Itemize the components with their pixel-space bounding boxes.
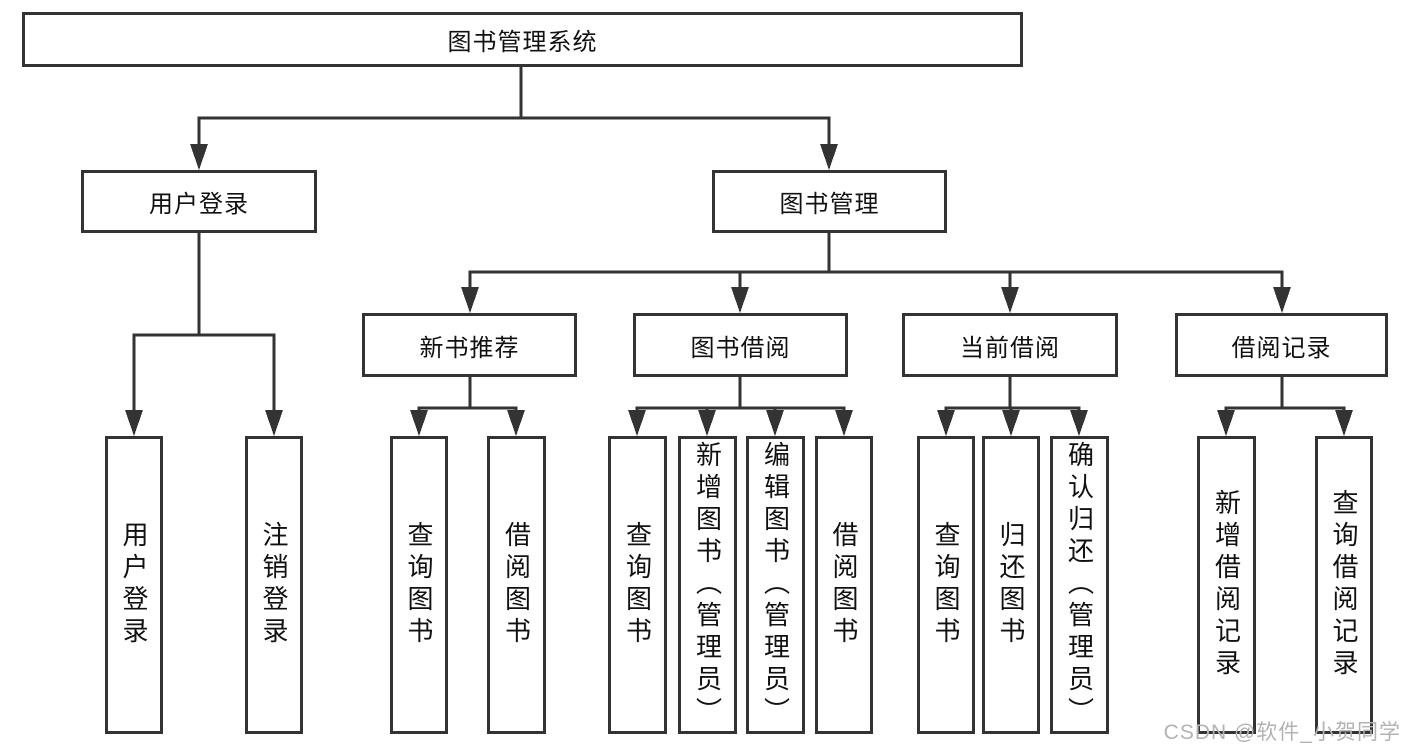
leaf-current-query-book: 查询图书 bbox=[917, 436, 975, 734]
leaf-borrow-add-book-admin: 新增图书（管理员） bbox=[678, 436, 737, 734]
leaf-logout-label: 注销登录 bbox=[259, 521, 289, 649]
node-book-management: 图书管理 bbox=[712, 170, 947, 233]
leaf-logout: 注销登录 bbox=[245, 436, 303, 734]
node-root-label: 图书管理系统 bbox=[447, 29, 598, 56]
leaf-records-query-record: 查询借阅记录 bbox=[1315, 436, 1373, 734]
node-user-login: 用户登录 bbox=[81, 170, 317, 233]
leaf-borrow-borrow-book: 借阅图书 bbox=[815, 436, 873, 734]
leaf-borrow-query-book-label: 查询图书 bbox=[622, 521, 653, 649]
leaf-records-query-record-label: 查询借阅记录 bbox=[1329, 489, 1359, 681]
csdn-watermark: CSDN @软件_小贺同学 bbox=[1163, 721, 1401, 744]
leaf-user-login-label: 用户登录 bbox=[119, 521, 149, 649]
node-borrow-records: 借阅记录 bbox=[1175, 313, 1388, 377]
leaf-current-confirm-return-admin: 确认归还（管理员） bbox=[1050, 436, 1109, 734]
leaf-current-return-book-label: 归还图书 bbox=[996, 521, 1026, 649]
node-root-library-system: 图书管理系统 bbox=[22, 12, 1023, 67]
leaf-records-add-record: 新增借阅记录 bbox=[1197, 436, 1256, 734]
leaf-borrow-borrow-book-label: 借阅图书 bbox=[829, 521, 859, 649]
leaf-records-add-record-label: 新增借阅记录 bbox=[1211, 489, 1242, 681]
leaf-current-confirm-return-admin-label: 确认归还（管理员） bbox=[1064, 441, 1095, 729]
node-new-book-recommend-label: 新书推荐 bbox=[419, 334, 520, 362]
leaf-current-return-book: 归还图书 bbox=[982, 436, 1040, 734]
node-current-borrow-label: 当前借阅 bbox=[960, 334, 1060, 362]
node-borrow-records-label: 借阅记录 bbox=[1231, 334, 1332, 362]
leaf-borrow-edit-book-admin-label: 编辑图书（管理员） bbox=[760, 441, 791, 729]
node-book-borrow-label: 图书借阅 bbox=[690, 334, 791, 362]
leaf-newbook-query-book-label: 查询图书 bbox=[404, 521, 434, 649]
leaf-user-login: 用户登录 bbox=[105, 436, 163, 734]
node-current-borrow: 当前借阅 bbox=[902, 313, 1118, 377]
leaf-newbook-borrow-book: 借阅图书 bbox=[487, 436, 546, 734]
node-book-borrow: 图书借阅 bbox=[633, 313, 848, 377]
leaf-current-query-book-label: 查询图书 bbox=[931, 521, 961, 649]
leaf-borrow-query-book: 查询图书 bbox=[608, 436, 667, 734]
leaf-borrow-edit-book-admin: 编辑图书（管理员） bbox=[746, 436, 805, 734]
leaf-borrow-add-book-admin-label: 新增图书（管理员） bbox=[692, 441, 723, 729]
node-user-login-label: 用户登录 bbox=[149, 191, 249, 218]
leaf-newbook-borrow-book-label: 借阅图书 bbox=[501, 521, 532, 649]
leaf-newbook-query-book: 查询图书 bbox=[390, 436, 448, 734]
node-book-management-label: 图书管理 bbox=[779, 191, 880, 218]
node-new-book-recommend: 新书推荐 bbox=[362, 313, 577, 377]
